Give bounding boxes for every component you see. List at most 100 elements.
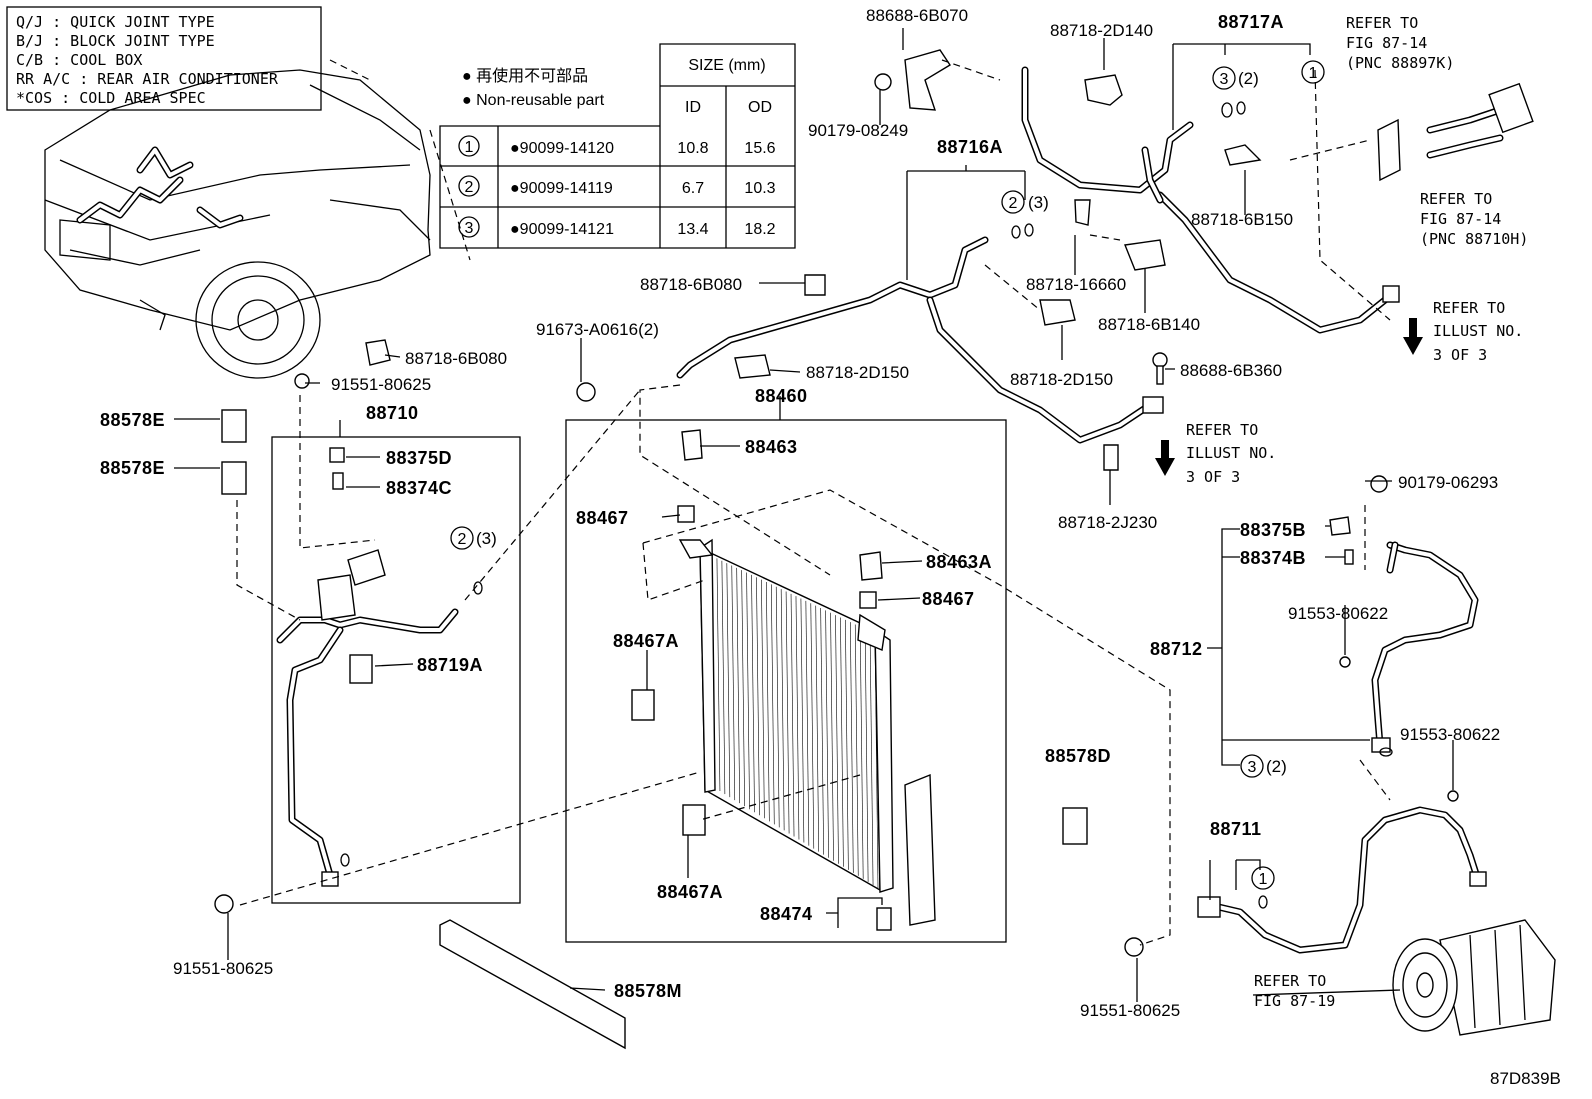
legend-line-2: B/J : BLOCK JOINT TYPE xyxy=(16,32,215,50)
part-label: 91551-80625 xyxy=(1080,1001,1180,1020)
arrow-down-icon xyxy=(1155,440,1175,476)
part-label: 88718-6B080 xyxy=(640,275,742,294)
row-number: 1 xyxy=(465,139,474,156)
clamp-icon xyxy=(365,339,391,366)
part-label: 88718-6B140 xyxy=(1098,315,1200,334)
condenser-fin xyxy=(790,593,795,837)
part-label: 88719A xyxy=(417,655,483,675)
part-label: 88716A xyxy=(937,137,1003,157)
clamp-icon xyxy=(804,274,826,296)
box-88710 xyxy=(271,436,521,904)
vehicle-sketch xyxy=(44,59,471,379)
condenser-fin xyxy=(746,572,750,810)
bolt-icon xyxy=(294,373,310,389)
part-label: 88712 xyxy=(1150,639,1203,659)
part-label: 88375D xyxy=(386,448,452,468)
callout-number: 2 xyxy=(1009,195,1018,212)
bolt-icon xyxy=(576,382,596,402)
cushion-icon xyxy=(631,689,655,721)
part-label: 91551-80625 xyxy=(331,375,431,394)
part-labels: 88688-6B070 90179-08249 88718-2D140 8871… xyxy=(100,6,1500,1020)
row-id: 10.8 xyxy=(677,140,708,157)
nut-icon xyxy=(874,73,892,91)
compressor-icon xyxy=(1392,919,1556,1036)
condenser-fin xyxy=(869,631,874,885)
condenser-fin xyxy=(726,563,731,798)
part-label: 91553-80622 xyxy=(1288,604,1388,623)
condenser-fin xyxy=(741,570,745,807)
ref-line: FIG 87-14 xyxy=(1346,34,1427,52)
bracket-icon xyxy=(859,551,883,581)
part-label: 88578M xyxy=(614,981,682,1001)
legend-line-5: *COS : COLD AREA SPEC xyxy=(16,89,206,107)
cushion-icon xyxy=(221,461,247,495)
condenser-fin xyxy=(775,586,780,828)
condenser-fin xyxy=(731,565,736,801)
block-joint-icon xyxy=(317,574,356,621)
condenser-fin xyxy=(751,574,755,813)
row-od: 10.3 xyxy=(744,180,775,197)
callout-number: 2 xyxy=(458,531,467,548)
condenser-fin xyxy=(761,579,765,819)
table-row: 1 ●90099-14120 10.8 15.6 xyxy=(458,135,776,157)
part-label: 91551-80625 xyxy=(173,959,273,978)
leader-lines xyxy=(174,28,1454,1002)
callout-number: 3 xyxy=(1220,71,1229,88)
clamp-icon xyxy=(1124,239,1166,271)
part-label: 88718-6B080 xyxy=(405,349,507,368)
cap-icon xyxy=(1329,516,1351,536)
condenser-fin xyxy=(716,558,721,792)
part-label: 88474 xyxy=(760,904,813,924)
bracket-icon xyxy=(681,429,703,461)
callout-number: 3 xyxy=(1248,759,1257,776)
lower-right-pipes xyxy=(1197,475,1556,1036)
part-label: 88467 xyxy=(922,589,975,609)
part-label: 88374B xyxy=(1240,548,1306,568)
ref-line: REFER TO xyxy=(1420,190,1492,208)
upper-pipe-assembly xyxy=(676,49,1534,471)
callout-number: 1 xyxy=(1309,65,1318,82)
pressure-switch-icon xyxy=(349,654,373,684)
ref-line: 3 OF 3 xyxy=(1433,346,1487,364)
callout-number: 1 xyxy=(1259,871,1268,888)
part-label: 88710 xyxy=(366,403,419,423)
part-label: 88467A xyxy=(657,882,723,902)
row-part-number: ●90099-14119 xyxy=(510,180,613,197)
arrow-down-icon xyxy=(1403,318,1423,355)
ref-line: FIG 87-19 xyxy=(1254,992,1335,1010)
dryer-cap-icon xyxy=(876,907,892,931)
part-label: 88711 xyxy=(1210,819,1262,839)
cap-icon xyxy=(329,447,345,463)
condenser-fin xyxy=(825,610,829,858)
part-label: 88718-2J230 xyxy=(1058,513,1157,532)
condenser-fin xyxy=(845,619,849,870)
legend-line-1: Q/J : QUICK JOINT TYPE xyxy=(16,13,215,31)
part-label: 88717A xyxy=(1218,12,1284,32)
part-label: 88578E xyxy=(100,410,165,430)
part-label: 88460 xyxy=(755,386,808,406)
part-label: 90179-08249 xyxy=(808,121,908,140)
condenser-fin xyxy=(756,577,760,816)
plate-icon xyxy=(1377,118,1401,182)
legend-box: Q/J : QUICK JOINT TYPE B/J : BLOCK JOINT… xyxy=(6,6,322,111)
cushion-icon xyxy=(677,505,695,523)
non-reusable-note-jp: ● 再使用不可部品 xyxy=(462,67,588,85)
part-label: 88374C xyxy=(386,478,452,498)
condenser-fin xyxy=(805,600,810,846)
ref-line: (PNC 88710H) xyxy=(1420,230,1528,248)
table-header-od: OD xyxy=(748,99,772,116)
row-number: 2 xyxy=(465,179,474,196)
seal-icon xyxy=(904,773,936,926)
part-label: 88718-2D140 xyxy=(1050,21,1153,40)
callout-size: (3) xyxy=(476,529,497,548)
row-number: 3 xyxy=(465,220,474,237)
part-label: 88463 xyxy=(745,437,798,457)
condenser-fin xyxy=(800,598,805,843)
part-label: 88718-6B150 xyxy=(1191,210,1293,229)
condenser-fin xyxy=(810,603,815,849)
condenser-fin xyxy=(854,624,859,876)
callout-size: (3) xyxy=(1028,193,1049,212)
condenser-fin xyxy=(864,629,869,882)
table-header-id: ID xyxy=(685,99,701,116)
